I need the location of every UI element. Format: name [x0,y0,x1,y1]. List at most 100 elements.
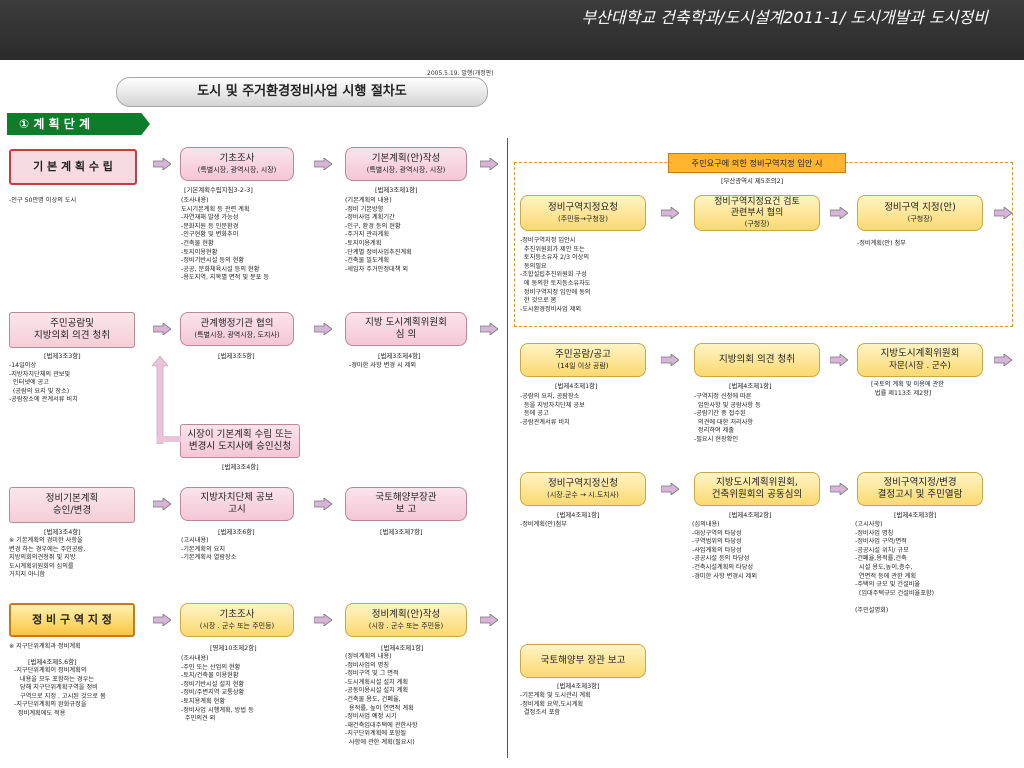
designation-box: 정 비 구 역 지 정 [9,603,135,637]
arrow-right-icon [153,323,171,335]
review-line-2: 관련부서 협의 [730,208,784,218]
designate-note: -정비계획(안) 첨부 [857,240,906,247]
survey-ref: [기본계획수립지침3-2-3] [184,186,253,194]
approval-box: 정비기본계획 승인/변경 [9,487,135,523]
arrow-right-icon [830,483,848,495]
committee-line-1: 지방 도시계획위원회 [365,317,447,328]
ministry-line-1: 국토해양부장관 [375,492,437,503]
mayor-request-box: 시장이 기본계획 수립 또는 변경시 도지사에 승인신청 [180,424,300,458]
designation-note-1: ※ 지구단위계획과 정비계획 [9,643,81,650]
arrow-right-icon [994,207,1012,219]
joint-line-2: 건축위원회의 공동심의 [711,489,803,500]
final-ref: [법제4조제3항] [894,511,937,519]
arrow-right-icon [480,158,498,170]
hearing-box: 주민공람및 지방의회 의견 청취 [9,312,135,348]
arrow-right-icon [994,354,1012,366]
arrow-right-icon [480,614,498,626]
advice-line-2: 자문(시장 . 군수) [889,361,951,371]
designation-ref: [법제4조제5,6항] [28,658,77,666]
draft-box: 기본계획(안)작성 (특별시장, 광역시장, 시장) [345,147,467,181]
busan-ref: [부산광역시 제5조의2] [721,177,784,185]
joint-ref: [법제4조제2항] [729,511,772,519]
report-box: 지방자치단체 공보 고시 [180,487,294,521]
designate-line-1: 정비구역 지정(안) [884,202,956,213]
mayor-line-2: 변경시 도지사에 승인신청 [188,441,292,452]
draft-title: 기본계획(안)작성 [371,153,441,164]
approval-note: ※ 기본계획의 경미한 사항을 변경 하는 경우에는 주민공람, 지방의회의견청… [9,537,86,579]
designate-box: 정비구역 지정(안) (구청장) [857,195,983,231]
minister-box: 국토해양부 장관 보고 [520,644,646,678]
header-bar: 부산대학교 건축학과/도시설계2011-1/ 도시개발과 도시정비 [0,0,1024,60]
minister-ref: [법제4조제3항] [557,682,600,690]
ministry-ref: [법제3조제7항] [380,528,423,536]
arrow-right-icon [661,207,679,219]
public-note: -공람의 요지, 공람장소 등을 지방자치단체 공보 등에 공고 -공람관계서류… [520,393,585,426]
draft-sub: (특별시장, 광역시장, 시장) [366,166,446,174]
consult-box: 관계행정기관 협의 (특별시장, 광역시장, 도지사) [180,312,294,346]
advice-box: 지방도시계획위원회 자문(시장 . 군수) [857,343,983,377]
draft2-note: (정비계획의 내용) -정비사업의 명칭 -정비구역 및 그 면적 -도시계획시… [345,653,418,746]
draft2-box: 정비계획(안)작성 (시장 . 군수 또는 주민등) [345,603,467,637]
consult-sub: (특별시장, 광역시장, 도지사) [194,331,280,339]
consult-title: 관계행정기관 협의 [200,318,274,329]
publish-date: 2005.5.19. 발행(개정판) [427,70,494,77]
apply-line-2: (시장.군수 → 시.도지사) [547,491,619,499]
survey2-sub: (시장 . 군수 또는 주민등) [199,622,275,630]
report-ref: [법제3조6항] [218,528,255,536]
header-title: 부산대학교 건축학과/도시설계2011-1/ 도시개발과 도시정비 [581,8,988,27]
basic-plan-label: 기 본 계 획 수 립 [33,160,113,173]
survey2-ref: [영제10조제2항] [210,644,257,652]
final-note: (고시사항) -정비사업 명칭 -정비사업 구역/면적 -공공시설 위치/ 규모… [855,521,935,614]
arrow-up-icon [152,356,168,444]
basic-plan-box: 기 본 계 획 수 립 [9,149,137,185]
advice-line-1: 지방도시계획위원회 [880,348,960,359]
hearing-note: -14일이상 -지방자치단체의 관보및 인터넷에 공고 (공람의 요지 및 장소… [9,362,78,404]
request-line-1: 정비구역지정요청 [548,202,618,213]
arrow-right-icon [830,354,848,366]
draft2-title: 정비계획(안)작성 [371,609,441,620]
approval-label-2: 승인/변경 [52,505,92,516]
report-note: (고시내용) -기본계획의 요지 -기본계획서 열람장소 [181,537,237,562]
committee-ref: [법제3조제4항] [378,352,421,360]
public-line-1: 주민공람/공고 [555,349,611,360]
public-box: 주민공람/공고 (14일 이상 공람) [520,343,646,377]
survey-sub: (특별시장, 광역시장, 시장) [197,166,277,174]
connector-bar [157,436,181,442]
survey-note: (조사내용) 도시기본계획 등 관련 계획 -자연재해 발생 가능성 -문화지원… [181,197,270,282]
council-ref: [법제4조제1항] [729,382,772,390]
final-box: 정비구역지정/변경 결정고시 및 주민열람 [857,472,983,506]
joint-line-1: 지방도시계획위원회, [716,477,798,488]
resident-request-label: 주민요구에 의한 정비구역지정 입안 시 [668,153,846,173]
approval-label-1: 정비기본계획 [45,493,99,504]
draft2-sub: (시장 . 군수 또는 주민등) [368,622,444,630]
request-line-2: (주민등→구청장) [558,215,608,223]
arrow-right-icon [830,207,848,219]
survey-title: 기초조사 [219,153,255,164]
joint-box: 지방도시계획위원회, 건축위원회의 공동심의 [694,472,820,506]
draft2-ref: [법제4조제1항] [381,644,424,652]
survey2-box: 기초조사 (시장 . 군수 또는 주민등) [180,603,294,637]
arrow-right-icon [153,498,171,510]
request-box: 정비구역지정요청 (주민등→구청장) [520,195,646,231]
committee-box: 지방 도시계획위원회 심 의 [345,312,467,346]
consult-ref: [법제3조5항] [218,352,255,360]
review-line-1: 정비구역지정요건 검토 [714,197,800,207]
request-note: -정비구역지정 입안시 추진위원회가 제안 또는 토지등소유자 2/3 이상의 … [520,237,591,313]
apply-note: -정비계획(안)첨부 [520,521,567,528]
minister-line-1: 국토해양부 장관 보고 [540,655,626,666]
hearing-label-1: 주민공람및 [50,318,94,329]
arrow-right-icon [153,614,171,626]
ministry-line-2: 보 고 [395,504,417,515]
designate-line-2: (구청장) [907,215,933,223]
arrow-right-icon [314,323,332,335]
survey2-title: 기초조사 [219,609,255,620]
survey2-note: (조사내용) -주민 또는 산업의 현황 -토지/건축물 이용현황 -정비기반시… [181,655,254,723]
committee-note: -경미한 사항 변경 시 제외 [349,362,417,369]
stage-banner: ① 계 획 단 계 [7,113,150,135]
draft-note: (기본계획의 내용) -정비 기본방향 -정비사업 계획기간 -인구, 환경 등… [345,197,412,273]
approval-ref: [법제3조4항] [44,528,81,536]
basic-plan-note: -인구 50만명 이상의 도시 [9,197,77,204]
joint-note: (심의내용) -대상구역의 타당성 -구역범위의 타당성 -사업계획의 타당성 … [692,521,758,580]
arrow-right-icon [480,323,498,335]
diagram-title: 도시 및 주거환경정비사업 시행 절차도 [116,77,488,107]
